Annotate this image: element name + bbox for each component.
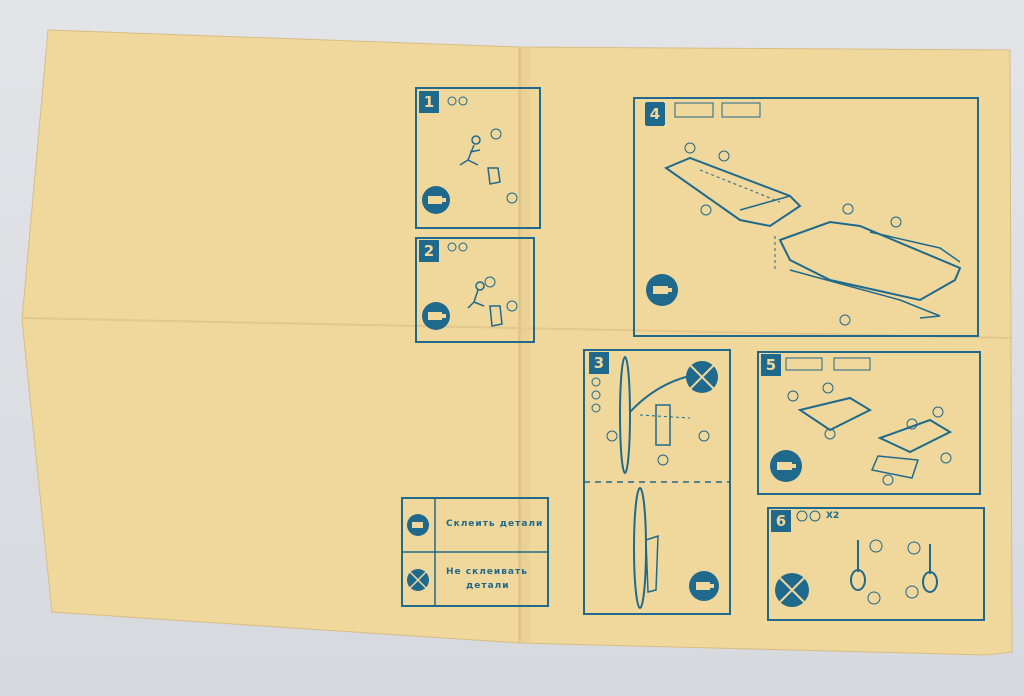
- step-5-number: 5: [761, 354, 781, 376]
- step-3-number: 3: [589, 352, 609, 374]
- step-1-number: 1: [419, 91, 439, 113]
- step-6-number: 6: [771, 510, 791, 532]
- legend-glue-label: Склеить детали: [446, 519, 544, 529]
- legend-no-glue-label-line1: Не склеивать: [446, 567, 528, 577]
- legend-no-glue-label-line2: детали: [466, 581, 510, 591]
- step-6-multiplier: X2: [826, 511, 840, 521]
- step-2-number: 2: [419, 240, 439, 262]
- step-4-number: 4: [645, 103, 665, 125]
- legend-box: [401, 497, 549, 607]
